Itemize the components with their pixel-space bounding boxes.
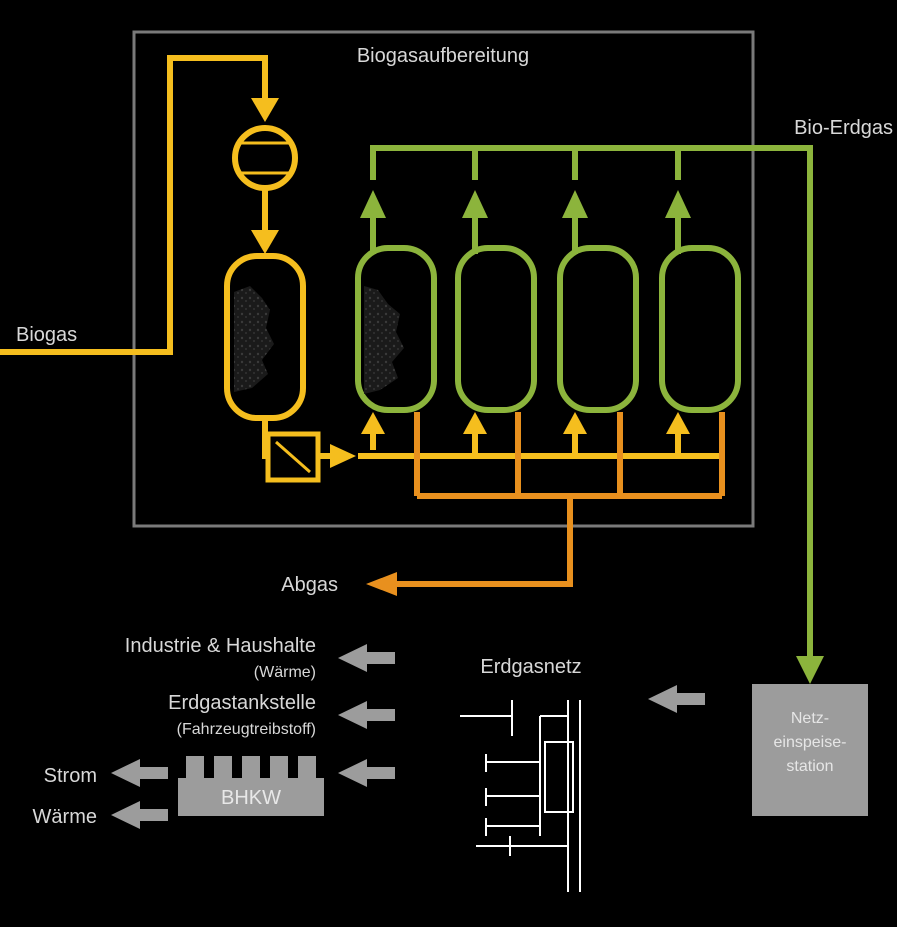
adsorber-2: [455, 245, 537, 413]
station-label-1: Netz-: [791, 710, 829, 727]
heat-label: Wärme: [33, 806, 97, 828]
biogas-arrows: [251, 98, 690, 468]
gas-grid-network-icon: [460, 700, 581, 892]
activated-carbon-icon: [234, 286, 274, 392]
bio-methane-arrows: [360, 190, 824, 684]
filling-station-label: Erdgastankstelle: [168, 692, 316, 714]
fuel-note-label: (Fahrzeugtreibstoff): [177, 721, 316, 738]
compressor-icon: [232, 125, 298, 191]
adsorber-4: [659, 245, 741, 413]
station-label-3: station: [786, 758, 833, 775]
carbon-molecular-sieve-icon: [364, 286, 404, 394]
bio-methane-label: Bio-Erdgas: [794, 117, 893, 139]
offgas-flow-lines: [395, 412, 725, 587]
adsorber-1: [355, 245, 437, 413]
industry-label: Industrie & Haushalte: [125, 635, 316, 657]
gas-grid-label: Erdgasnetz: [480, 656, 581, 678]
plant-title: Biogasaufbereitung: [357, 45, 529, 67]
adsorber-vessels: [355, 245, 741, 413]
bio-methane-flow-lines: [370, 145, 813, 660]
electricity-label: Strom: [44, 765, 97, 787]
pre-treatment-vessel: [224, 253, 306, 421]
upgrading-plant-frame: [132, 30, 755, 528]
station-label-2: einspeise-: [774, 734, 847, 751]
grid-injection-station: [752, 684, 868, 816]
utilization-arrows: [111, 644, 395, 829]
chp-label: BHKW: [221, 787, 281, 809]
heat-note-label: (Wärme): [254, 664, 316, 681]
chp-unit-icon: [178, 756, 324, 816]
heat-exchanger-icon: [265, 431, 321, 483]
biogas-label: Biogas: [16, 324, 77, 346]
adsorber-3: [557, 245, 639, 413]
gas-grid-arrow: [648, 685, 705, 713]
offgas-arrow: [366, 572, 397, 596]
offgas-label: Abgas: [281, 574, 338, 596]
